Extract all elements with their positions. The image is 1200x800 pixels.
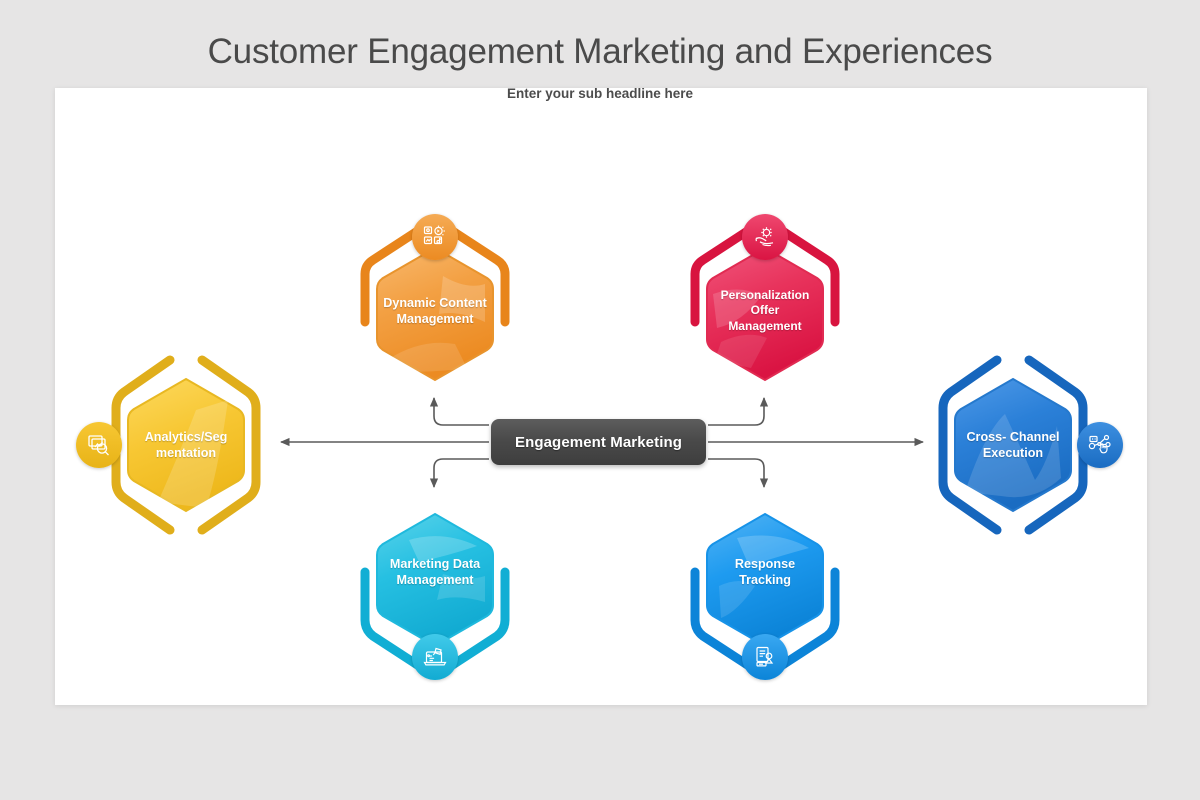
personalization-label: Personalization Offer Management [720, 287, 810, 333]
response-tracking-label: Response Tracking [734, 556, 796, 587]
page-title: Customer Engagement Marketing and Experi… [207, 32, 993, 71]
analytics-label: Analytics/Seg mentation [144, 429, 228, 460]
connector-to-dynamic-content [429, 397, 489, 426]
analytics-chart-search-icon[interactable] [76, 422, 122, 468]
node-dynamic-content[interactable]: Dynamic Content Management [347, 214, 523, 404]
node-cross-channel[interactable]: Cross- Channel Execution [925, 352, 1123, 538]
cross-channel-label: Cross- Channel Execution [966, 429, 1060, 460]
node-analytics[interactable]: Analytics/Seg mentation [76, 352, 274, 538]
slide-card [55, 88, 1147, 705]
personalization-hexagon-shape [690, 225, 840, 382]
node-response-tracking[interactable]: Response Tracking [677, 490, 853, 680]
dynamic-content-label: Dynamic Content Management [383, 295, 487, 326]
marketing-data-hexagon-shape [360, 512, 510, 671]
hand-gear-offer-icon[interactable] [742, 214, 788, 260]
node-marketing-data[interactable]: Marketing Data Management [347, 490, 523, 680]
checklist-report-icon[interactable] [742, 634, 788, 680]
connector-to-response-tracking [708, 458, 769, 488]
center-node-label: Engagement Marketing [514, 433, 683, 451]
analytics-hexagon-shape [111, 355, 261, 535]
dynamic-content-grid-icon[interactable] [412, 214, 458, 260]
dynamic-content-hexagon-shape [360, 225, 510, 382]
network-touchpoint-icon[interactable] [1077, 422, 1123, 468]
node-personalization-offer[interactable]: Personalization Offer Management [677, 214, 853, 404]
marketing-data-label: Marketing Data Management [389, 556, 481, 587]
laptop-data-icon[interactable] [412, 634, 458, 680]
connector-to-marketing-data [429, 458, 489, 488]
center-node[interactable]: Engagement Marketing [491, 419, 706, 465]
connector-to-personalization [708, 397, 769, 426]
page-subtitle: Enter your sub headline here [506, 86, 694, 101]
response-tracking-hexagon-shape [690, 512, 840, 671]
